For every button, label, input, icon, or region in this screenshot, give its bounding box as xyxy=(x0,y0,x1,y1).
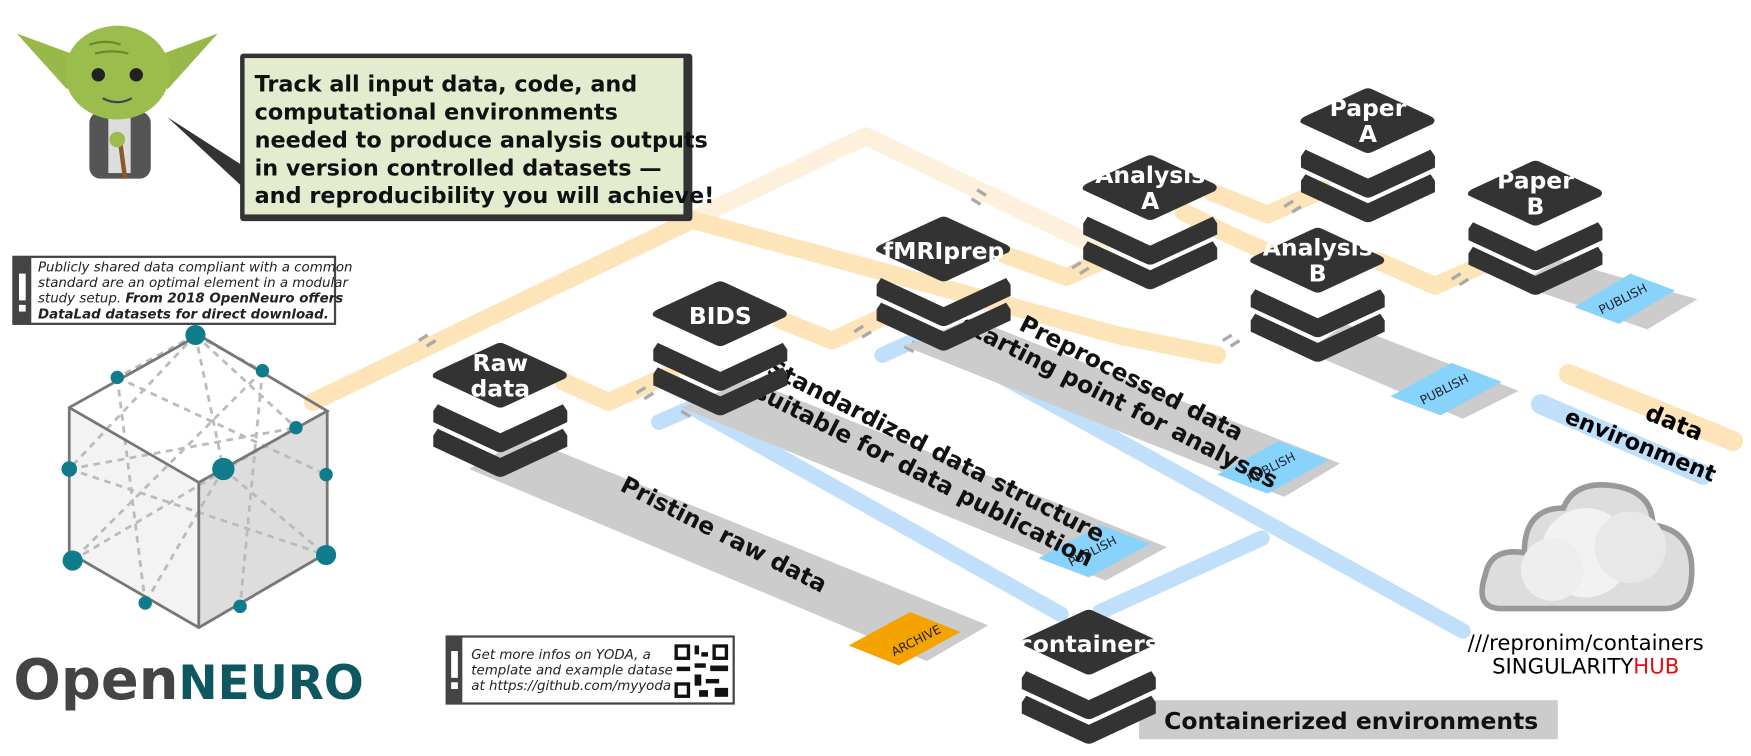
hub-path: ///repronim/containers xyxy=(1468,631,1704,656)
svg-text:BIDS: BIDS xyxy=(689,302,752,330)
publish-badge xyxy=(1390,362,1502,416)
publish-badge xyxy=(1038,524,1151,578)
svg-text:Track all input data, code, an: Track all input data, code, andcomputati… xyxy=(255,72,715,210)
svg-text:containers: containers xyxy=(1019,630,1159,658)
legend: data environment xyxy=(1530,364,1744,488)
cloud-icon xyxy=(1479,482,1695,612)
publish-badge xyxy=(1574,273,1676,324)
exclamation-icon xyxy=(18,273,26,301)
dataset-bids[interactable]: BIDS xyxy=(652,281,788,416)
archive-badge xyxy=(848,611,961,666)
exclamation-icon xyxy=(451,651,458,678)
dataset-containers[interactable]: containers xyxy=(1019,609,1159,744)
ribbon-analysis-b: PUBLISH xyxy=(1306,323,1519,419)
svg-text:Publicly shared data compliant: Publicly shared data compliant with a co… xyxy=(38,260,353,322)
ribbon-containers: Containerized environments xyxy=(1139,700,1558,740)
svg-text:Containerized environments: Containerized environments xyxy=(1164,707,1538,735)
data-paths xyxy=(303,127,1495,411)
singularity-hub-logo: SINGULARITYHUB xyxy=(1492,654,1679,679)
dataset-fmriprep[interactable]: fMRIprep xyxy=(876,216,1011,351)
publish-badge xyxy=(1217,441,1329,494)
openneuro-logo: OpenNEURO xyxy=(13,648,363,713)
yoda-avatar xyxy=(16,25,218,179)
openneuro-cube xyxy=(61,324,337,630)
ribbon-paper-b: PUBLISH xyxy=(1518,259,1698,330)
openneuro-note: Publicly shared data compliant with a co… xyxy=(12,255,353,325)
qr-code-icon[interactable] xyxy=(673,643,730,700)
svg-text:fMRIprep: fMRIprep xyxy=(883,237,1004,265)
